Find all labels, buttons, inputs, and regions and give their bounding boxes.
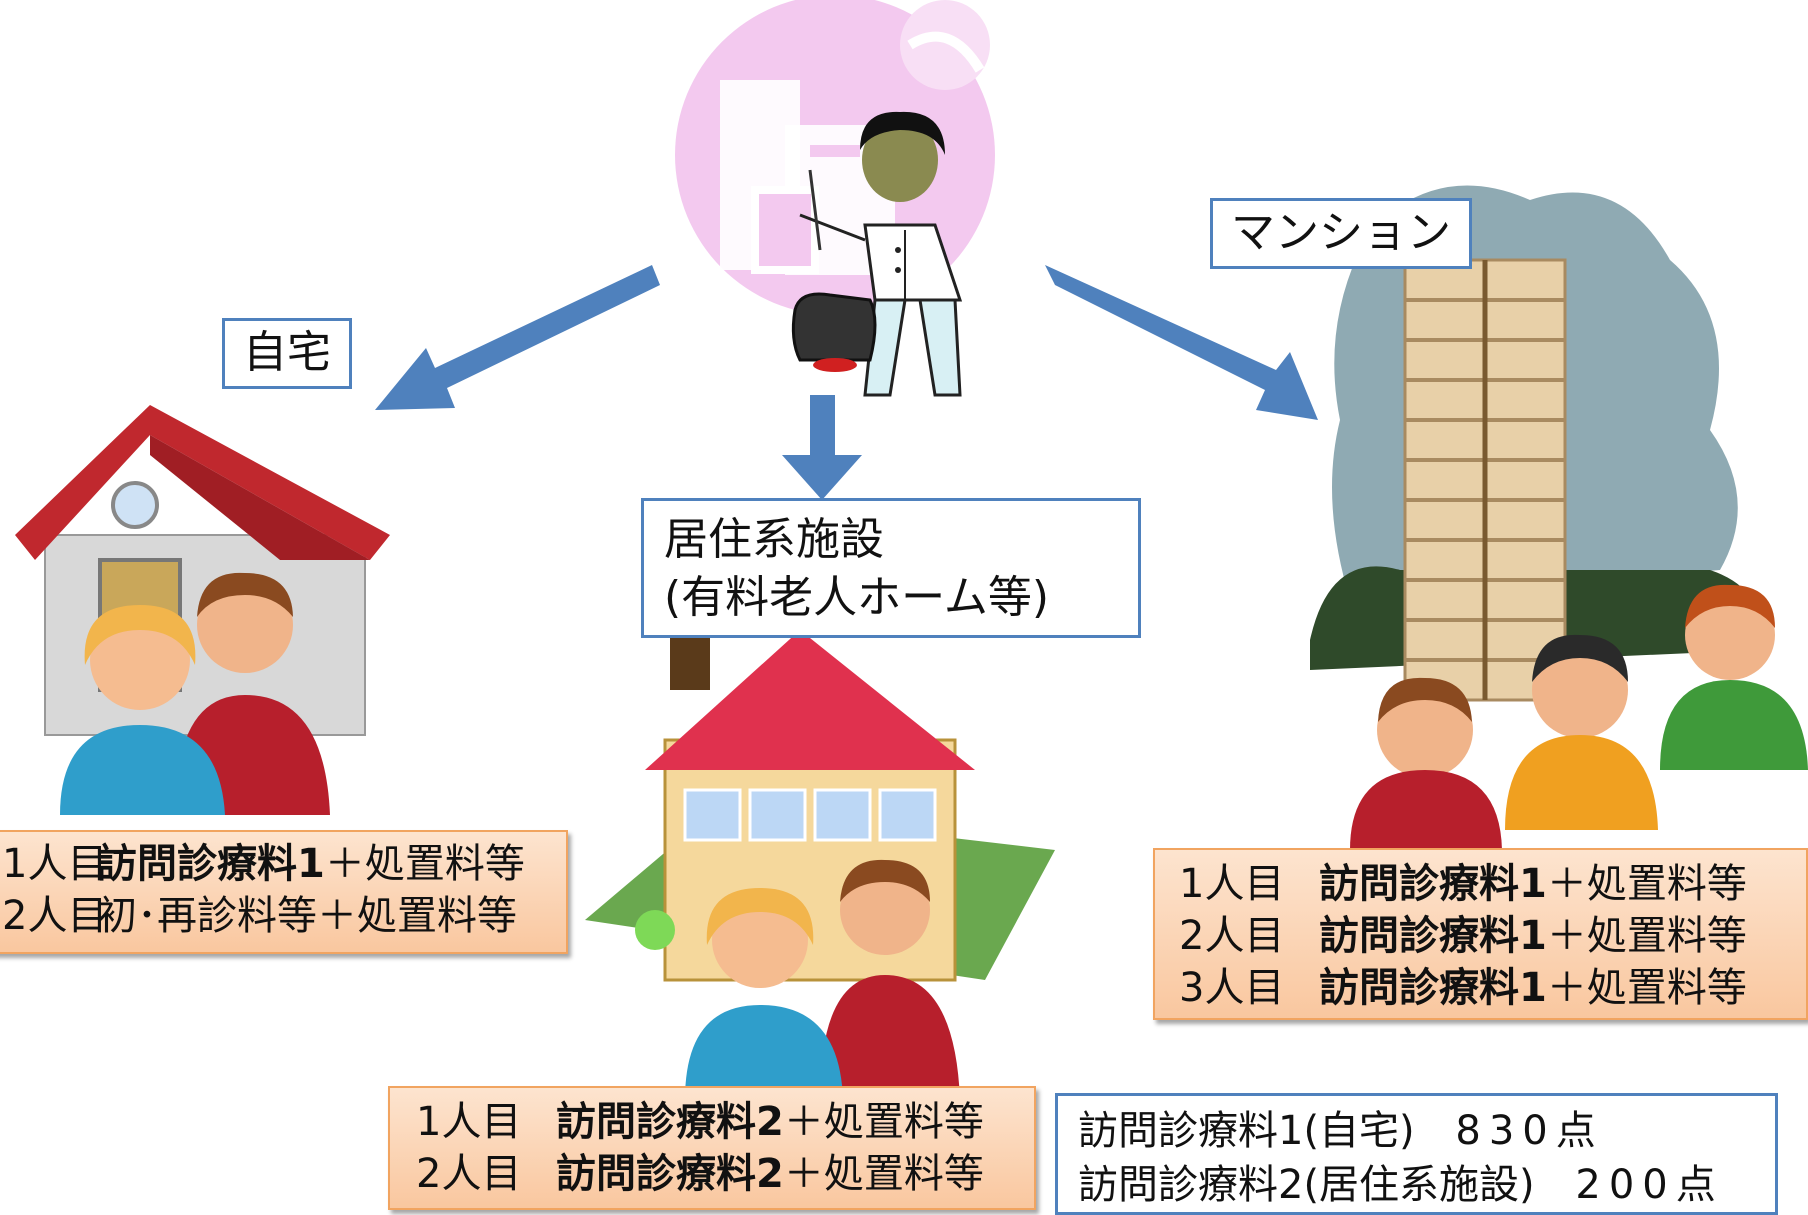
- fee-rest: ＋処置料等: [1546, 965, 1747, 1011]
- fee-ordinal: 1人目: [2, 841, 108, 887]
- mansion-fee-row-2: 2人目 訪問診療料1 ＋処置料等: [1179, 910, 1806, 962]
- fee-rest: 初･再診料等＋処置料等: [97, 893, 517, 939]
- arrow-to-facility: [782, 395, 862, 500]
- fee-rest: ＋処置料等: [783, 1151, 984, 1197]
- summary-points: 200点: [1575, 1162, 1724, 1208]
- fee-ordinal: 2人目: [1179, 913, 1285, 959]
- facility-fee-row-2: 2人目 訪問診療料2 ＋処置料等: [416, 1148, 1034, 1200]
- fee-ordinal: 3人目: [1179, 965, 1285, 1011]
- fee-name: 訪問診療料1: [1319, 965, 1547, 1011]
- arrow-to-home: [375, 265, 660, 410]
- fee-ordinal: 2人目: [2, 893, 108, 939]
- mansion-label: マンション: [1210, 198, 1472, 269]
- fee-ordinal: 2人目: [416, 1151, 522, 1197]
- facility-fee-box: 1人目 訪問診療料2 ＋処置料等 2人目 訪問診療料2 ＋処置料等: [388, 1086, 1036, 1210]
- summary-label: 訪問診療料1(自宅): [1078, 1108, 1415, 1154]
- points-summary-box: 訪問診療料1(自宅) 830点 訪問診療料2(居住系施設) 200点: [1055, 1093, 1778, 1215]
- medical-bag-icon: [791, 292, 877, 362]
- arrow-to-mansion: [1045, 265, 1318, 420]
- facility-label-line1: 居住系施設: [664, 514, 884, 565]
- home-illustration: [15, 405, 390, 815]
- home-fee-row-2: 2人目 初･再診料等＋処置料等: [2, 890, 566, 942]
- summary-label: 訪問診療料2(居住系施設): [1078, 1162, 1535, 1208]
- fee-rest: ＋処置料等: [1546, 913, 1747, 959]
- mansion-fee-row-1: 1人目 訪問診療料1 ＋処置料等: [1179, 858, 1806, 910]
- fee-name: 訪問診療料1: [97, 841, 325, 887]
- fee-name: 訪問診療料1: [1319, 913, 1547, 959]
- doctor-illustration: [675, 0, 995, 397]
- facility-illustration: [585, 630, 1055, 1100]
- mansion-fee-box: 1人目 訪問診療料1 ＋処置料等 2人目 訪問診療料1 ＋処置料等 3人目 訪問…: [1153, 848, 1808, 1020]
- summary-row-2: 訪問診療料2(居住系施設) 200点: [1078, 1158, 1755, 1212]
- fee-rest: ＋処置料等: [324, 841, 525, 887]
- mansion-fee-row-3: 3人目 訪問診療料1 ＋処置料等: [1179, 962, 1806, 1014]
- fee-name: 訪問診療料1: [1319, 861, 1547, 907]
- facility-label-line2: (有料老人ホーム等): [664, 572, 1050, 623]
- window-icon: [111, 481, 159, 529]
- mansion-illustration: [1310, 185, 1808, 850]
- home-label: 自宅: [222, 318, 352, 389]
- fee-ordinal: 1人目: [416, 1099, 522, 1145]
- home-fee-box: 1人目 訪問診療料1 ＋処置料等 2人目 初･再診料等＋処置料等: [0, 830, 568, 954]
- fee-name: 訪問診療料2: [556, 1099, 784, 1145]
- home-fee-row-1: 1人目 訪問診療料1 ＋処置料等: [2, 838, 566, 890]
- summary-points: 830点: [1455, 1108, 1604, 1154]
- fee-ordinal: 1人目: [1179, 861, 1285, 907]
- fee-name: 訪問診療料2: [556, 1151, 784, 1197]
- fee-rest: ＋処置料等: [783, 1099, 984, 1145]
- facility-roof: [645, 630, 975, 770]
- summary-row-1: 訪問診療料1(自宅) 830点: [1078, 1104, 1755, 1158]
- fee-rest: ＋処置料等: [1546, 861, 1747, 907]
- facility-fee-row-1: 1人目 訪問診療料2 ＋処置料等: [416, 1096, 1034, 1148]
- facility-label: 居住系施設 (有料老人ホーム等): [641, 498, 1141, 638]
